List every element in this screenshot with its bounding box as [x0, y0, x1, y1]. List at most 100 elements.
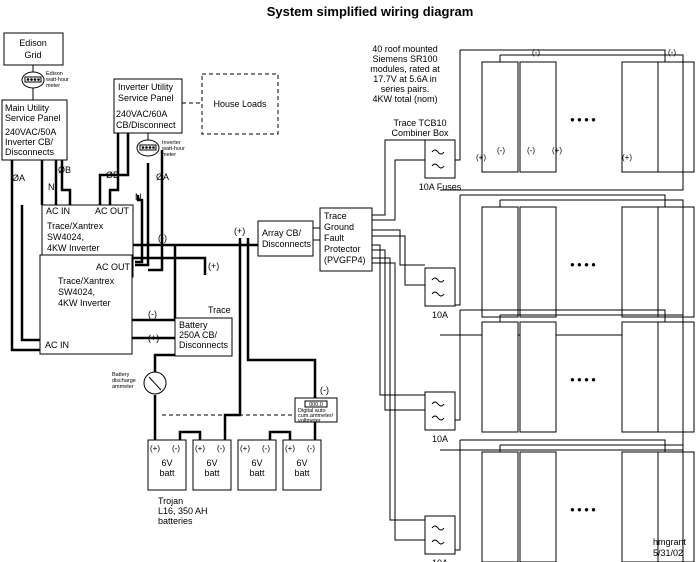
combiner-box	[424, 515, 456, 555]
modules-note-1: 40 roof mounted	[372, 44, 438, 54]
digital-meter-label-2: cum.ammeter/	[298, 413, 334, 419]
trojan-line-2: L16, 350 AH	[158, 506, 208, 516]
main-panel-line-4: Inverter CB/	[5, 137, 54, 147]
diagram-title: System simplified wiring diagram	[267, 4, 474, 19]
gfp-line-5: (PVGFP4)	[324, 255, 366, 265]
trojan-line-1: Trojan	[158, 496, 183, 506]
fuse-label: 10A Fuses	[419, 182, 462, 192]
inverter-meter-label-2: watt-hour	[161, 146, 185, 152]
row1-minus-right: (-)	[668, 48, 676, 57]
battery-cb-box	[174, 317, 233, 357]
inverter-2-line-1: Trace/Xantrex	[58, 276, 115, 286]
battery-bank	[147, 439, 322, 491]
edison-meter-label-3: meter	[46, 83, 60, 89]
fuse-label: 10A	[432, 558, 448, 562]
battery-3	[237, 439, 277, 491]
battery-ammeter-icon	[143, 371, 167, 395]
digital-meter-label-3: voltmeter	[298, 418, 321, 424]
pv-module	[481, 61, 519, 173]
batt3-label-2: batt	[249, 468, 265, 478]
digital-meter-label-1: Digital auto	[298, 408, 326, 414]
neutral-label-1: N	[48, 182, 55, 192]
fuse-icon	[431, 291, 445, 297]
pv-module	[657, 61, 695, 173]
combiner-box	[424, 391, 456, 431]
ammeter-label-1: Battery	[112, 372, 130, 378]
plus-label-array: (+)	[234, 226, 245, 236]
batt1-label-1: 6V	[161, 458, 172, 468]
inverter-2-line-3: 4KW Inverter	[58, 298, 111, 308]
inverter-2-box	[39, 254, 133, 355]
ac-wiring	[10, 133, 164, 352]
batt4-minus: (-)	[307, 444, 315, 453]
inverter-2-ac-out: AC OUT	[96, 262, 131, 272]
digital-meter-display: 000.0	[309, 402, 323, 408]
main-panel-line-1: Main Utility	[5, 103, 50, 113]
inverter-2-ac-in: AC IN	[45, 340, 69, 350]
combiner-box	[424, 267, 456, 307]
array-cb-line-1: Array CB/	[262, 228, 302, 238]
inverter-meter-icon	[136, 139, 160, 157]
inverter-2-line-2: SW4024,	[58, 287, 95, 297]
fuse-icon	[431, 163, 445, 169]
array-cb-box	[257, 220, 314, 257]
plus-label-inv2: (+)	[148, 333, 159, 343]
author-date: 5/31/02	[653, 548, 683, 558]
row1-minus: (-)	[497, 146, 505, 155]
batt2-plus: (+)	[195, 444, 205, 453]
batt2-minus: (-)	[217, 444, 225, 453]
fuse-icon	[431, 539, 445, 545]
fuse-label: 10A	[432, 434, 448, 444]
batt3-plus: (+)	[240, 444, 250, 453]
combiner-box	[424, 139, 456, 179]
house-loads-box	[201, 73, 279, 135]
pv-module	[657, 321, 695, 433]
fuse-icon	[431, 415, 445, 421]
pv-module	[519, 61, 557, 173]
main-panel-line-3: 240VAC/50A	[5, 127, 56, 137]
modules-note-5: series pairs.	[381, 84, 430, 94]
fuse-icon	[431, 401, 445, 407]
gfp-line-1: Trace	[324, 211, 347, 221]
row1-minus-top: (-)	[532, 48, 540, 57]
battery-cb-line-2: 250A CB/	[179, 330, 218, 340]
battery-2	[192, 439, 232, 491]
batt4-label-1: 6V	[296, 458, 307, 468]
plus-label-inv1: (+)	[208, 261, 219, 271]
battery-4	[282, 439, 322, 491]
inverter-meter-label-3: meter	[162, 152, 176, 158]
row1-plus: (+)	[476, 153, 486, 162]
main-panel-line-2: Service Panel	[5, 113, 61, 123]
array-cb-line-2: Disconnects	[262, 239, 312, 249]
inv-panel-line-1: Inverter Utility	[118, 82, 174, 92]
pv-array: ● ● ● ●10A Fuses(+)(-)(-)(+)(-)(-)(+)● ●…	[419, 48, 695, 562]
batt2-label-1: 6V	[206, 458, 217, 468]
pv-module	[519, 321, 557, 433]
edison-meter-label-2: watt-hour	[45, 77, 69, 83]
batt4-plus: (+)	[285, 444, 295, 453]
pv-module	[481, 451, 519, 562]
batt2-label-2: batt	[204, 468, 220, 478]
inverter-meter-label-1: Inverter	[162, 140, 181, 146]
gfp-line-4: Protector	[324, 244, 361, 254]
phase-a-label-1: ØA	[12, 173, 25, 183]
edison-meter-label-1: Edison	[46, 71, 63, 77]
more-modules-dots: ● ● ● ●	[570, 375, 596, 384]
inverter-1-line-1: Trace/Xantrex	[47, 221, 104, 231]
batt3-minus: (-)	[262, 444, 270, 453]
pv-module	[621, 206, 659, 318]
fuse-icon	[431, 149, 445, 155]
battery-cb-line-3: Disconnects	[179, 340, 229, 350]
pv-module	[481, 321, 519, 433]
more-modules-dots: ● ● ● ●	[570, 260, 596, 269]
batt3-label-1: 6V	[251, 458, 262, 468]
pv-module	[657, 206, 695, 318]
batt1-plus: (+)	[150, 444, 160, 453]
main-panel-line-5: Disconnects	[5, 147, 55, 157]
fuse-icon	[431, 525, 445, 531]
row1-minus-2: (-)	[527, 146, 535, 155]
pv-module	[621, 321, 659, 433]
more-modules-dots: ● ● ● ●	[570, 505, 596, 514]
edison-grid-label-2: Grid	[24, 50, 41, 60]
row1-plus-right: (+)	[622, 153, 632, 162]
